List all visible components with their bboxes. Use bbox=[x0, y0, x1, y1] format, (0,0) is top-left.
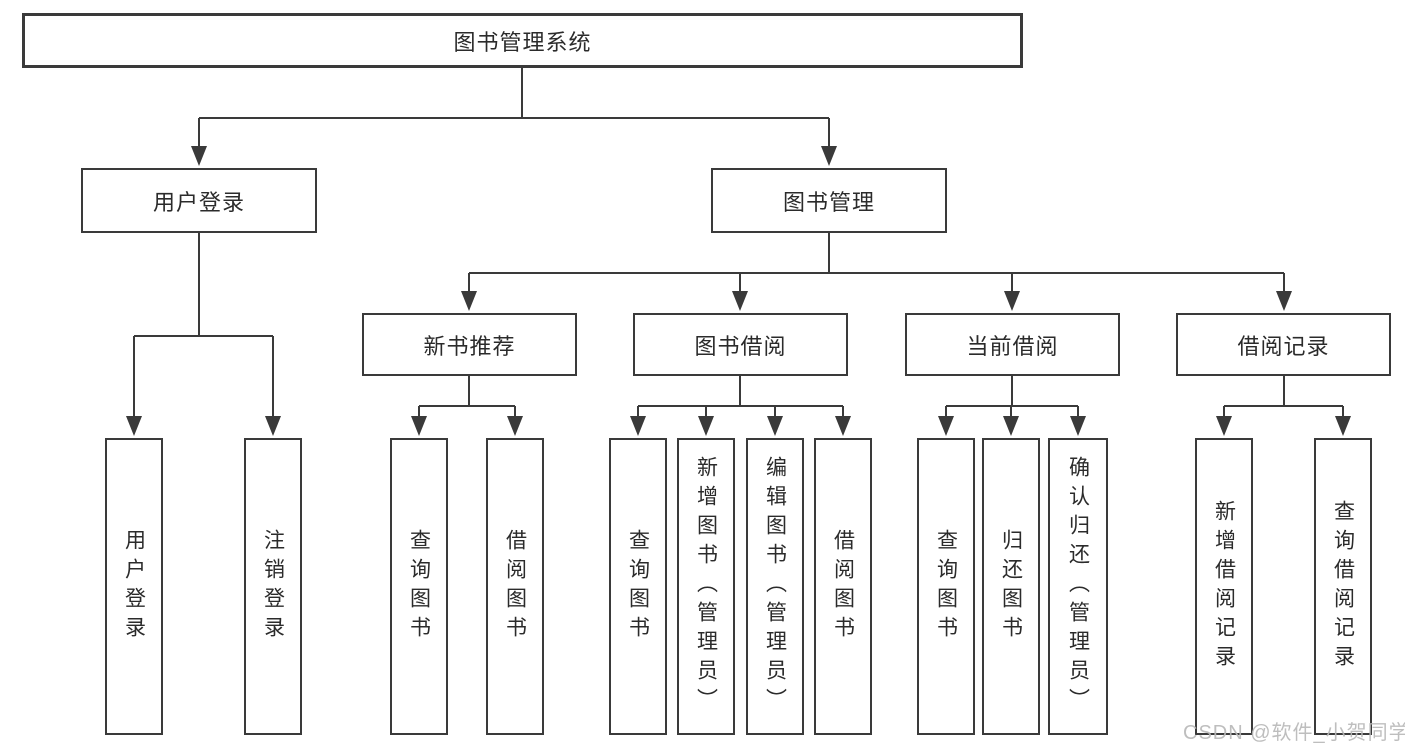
node-current-borrow-label: 当前借阅 bbox=[966, 333, 1059, 359]
leaf-query-books-borrow: 查询图书 bbox=[609, 438, 667, 735]
node-book-borrow-label: 图书借阅 bbox=[694, 333, 787, 359]
leaf-return-books: 归还图书 bbox=[982, 438, 1040, 735]
arrowheads bbox=[126, 146, 1351, 436]
node-root-label: 图书管理系统 bbox=[453, 29, 592, 55]
node-new-book-recommend-label: 新书推荐 bbox=[423, 333, 516, 359]
leaf-query-books-recommend: 查询图书 bbox=[390, 438, 448, 735]
node-book-management-label: 图书管理 bbox=[782, 189, 875, 215]
csdn-watermark: CSDN @软件_小贺同学 bbox=[1183, 722, 1405, 744]
leaf-borrow-books: 借阅图书 bbox=[814, 438, 872, 735]
leaf-user-login-label: 用户登录 bbox=[122, 528, 146, 645]
leaf-logout-login-label: 注销登录 bbox=[261, 528, 285, 645]
node-current-borrow: 当前借阅 bbox=[905, 313, 1120, 376]
leaf-borrow-books-recommend: 借阅图书 bbox=[486, 438, 544, 735]
leaf-borrow-books-recommend-label: 借阅图书 bbox=[503, 528, 527, 645]
node-book-management: 图书管理 bbox=[711, 168, 947, 233]
node-book-borrow: 图书借阅 bbox=[633, 313, 848, 376]
leaf-borrow-books-label: 借阅图书 bbox=[831, 528, 855, 645]
leaf-user-login: 用户登录 bbox=[105, 438, 163, 735]
leaf-query-books-recommend-label: 查询图书 bbox=[407, 528, 431, 645]
leaf-edit-books-admin-label: 编辑图书（管理员） bbox=[763, 456, 787, 717]
node-user-login-label: 用户登录 bbox=[152, 189, 245, 215]
node-borrow-records: 借阅记录 bbox=[1176, 313, 1391, 376]
leaf-query-books-current-label: 查询图书 bbox=[934, 528, 958, 645]
leaf-logout-login: 注销登录 bbox=[244, 438, 302, 735]
leaf-query-books-current: 查询图书 bbox=[917, 438, 975, 735]
leaf-query-books-borrow-label: 查询图书 bbox=[626, 528, 650, 645]
leaf-add-borrow-record-label: 新增借阅记录 bbox=[1212, 499, 1236, 674]
leaf-add-books-admin: 新增图书（管理员） bbox=[677, 438, 735, 735]
leaf-confirm-return-admin: 确认归还（管理员） bbox=[1048, 438, 1108, 735]
node-new-book-recommend: 新书推荐 bbox=[362, 313, 577, 376]
leaf-confirm-return-admin-label: 确认归还（管理员） bbox=[1066, 456, 1090, 717]
leaf-query-borrow-record: 查询借阅记录 bbox=[1314, 438, 1372, 735]
node-borrow-records-label: 借阅记录 bbox=[1237, 333, 1330, 359]
leaf-query-borrow-record-label: 查询借阅记录 bbox=[1331, 499, 1355, 674]
leaf-edit-books-admin: 编辑图书（管理员） bbox=[746, 438, 804, 735]
node-root-system: 图书管理系统 bbox=[22, 13, 1023, 68]
leaf-add-borrow-record: 新增借阅记录 bbox=[1195, 438, 1253, 735]
leaf-return-books-label: 归还图书 bbox=[999, 528, 1023, 645]
node-user-login: 用户登录 bbox=[81, 168, 317, 233]
leaf-add-books-admin-label: 新增图书（管理员） bbox=[694, 456, 718, 717]
